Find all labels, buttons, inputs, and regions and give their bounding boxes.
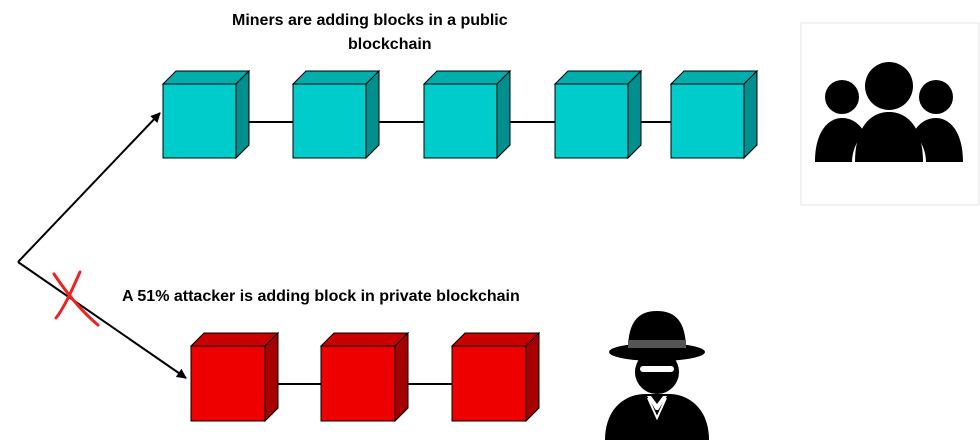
arrow-to-private-chain: [17, 261, 187, 379]
public-block-1: [161, 69, 251, 160]
public-network-panel: [800, 22, 980, 206]
public-block-5: [669, 69, 759, 160]
private-chain-title: A 51% attacker is adding block in privat…: [122, 288, 520, 305]
public-block-4: [553, 69, 643, 160]
public-chain-title-line1: Miners are adding blocks in a public: [232, 12, 508, 29]
public-chain: [161, 69, 759, 160]
arrow-to-public-chain: [17, 112, 161, 263]
spy-attacker-icon: [605, 311, 709, 440]
red-x-mark: [52, 270, 100, 327]
private-chain: [189, 331, 541, 423]
private-block-1: [189, 331, 280, 423]
private-block-3: [450, 331, 541, 423]
public-block-2: [291, 69, 381, 160]
public-chain-title-line2: blockchain: [348, 36, 432, 53]
public-block-3: [422, 69, 512, 160]
private-block-2: [319, 331, 410, 423]
fork-arrows: [17, 112, 187, 379]
user-group-icon: [815, 62, 963, 162]
